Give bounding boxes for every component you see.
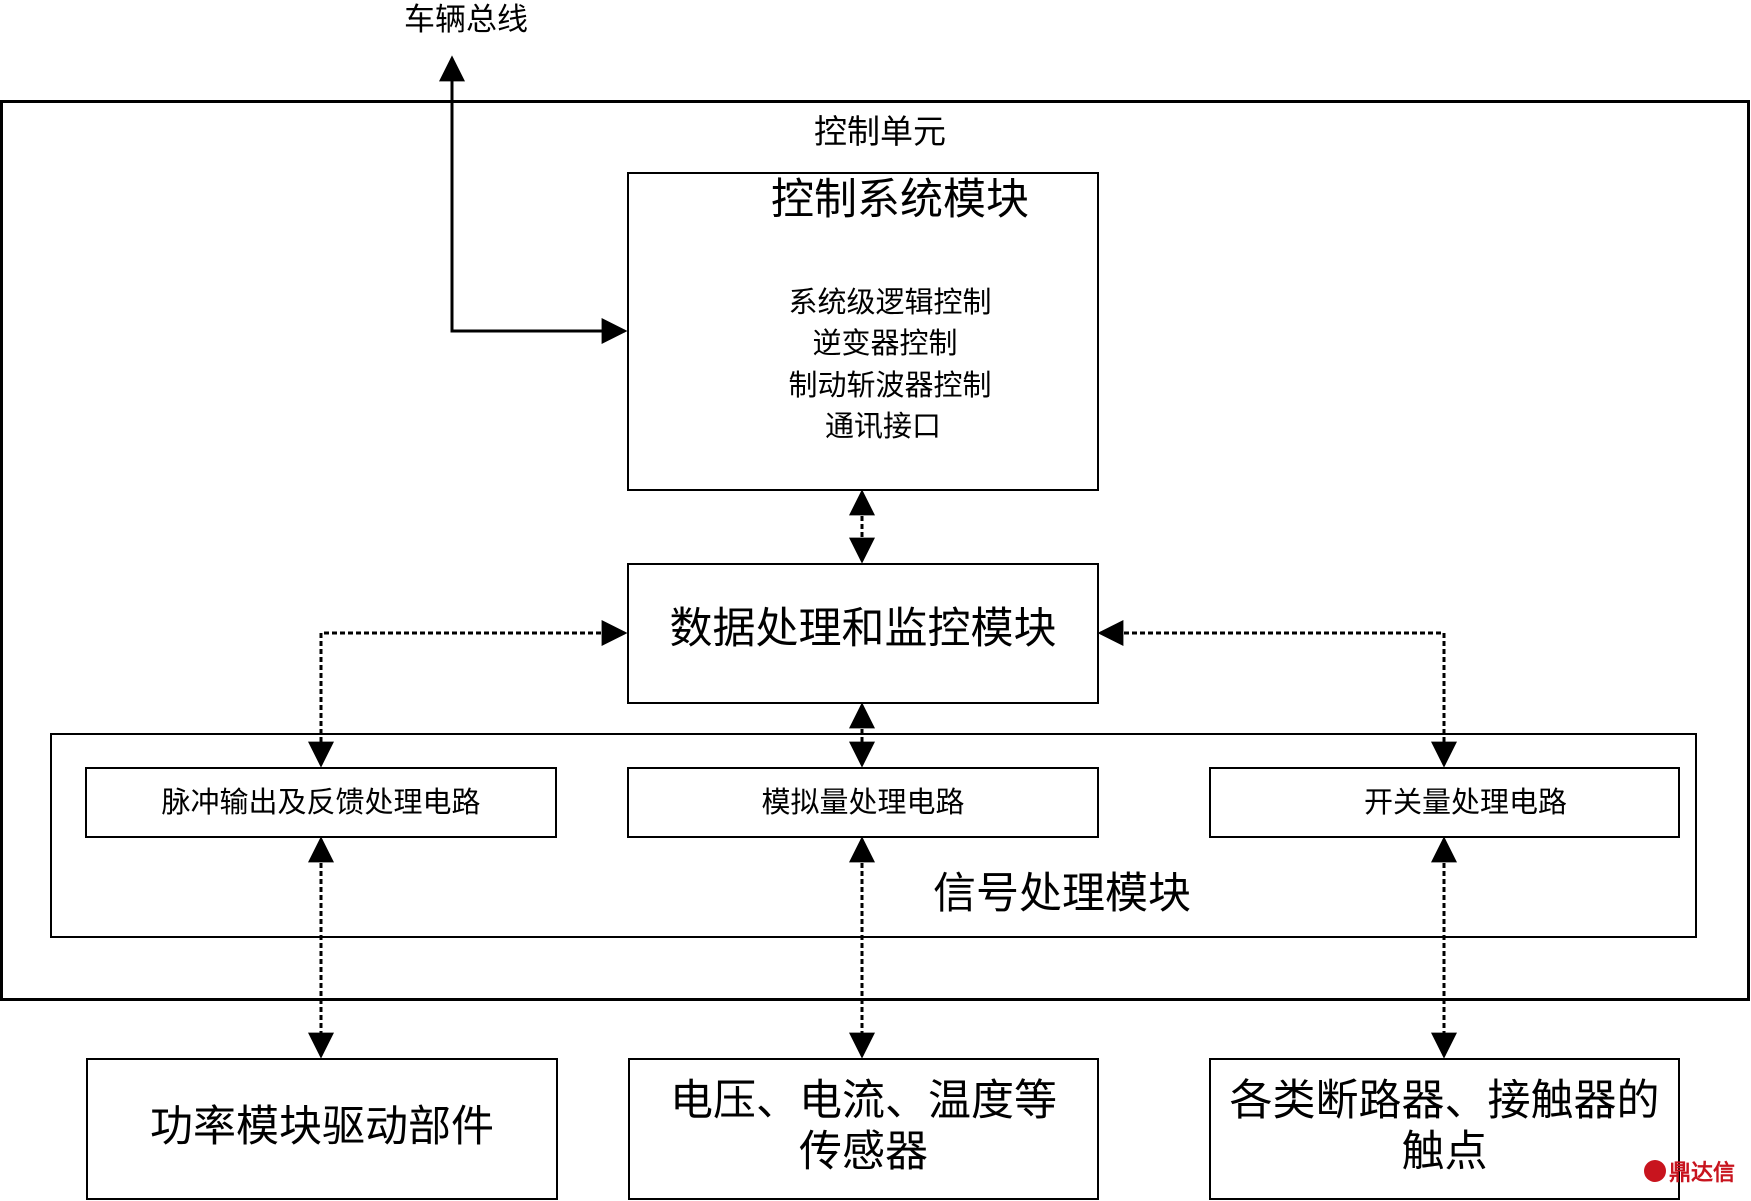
watermark-logo-icon [1643, 1160, 1666, 1182]
data-processing-title: 数据处理和监控模块 [669, 604, 1057, 654]
arrow-data-switch [1097, 620, 1457, 768]
signal-processing-module [50, 733, 1697, 938]
pulse-circuit-label: 脉冲输出及反馈处理电路 [161, 785, 481, 819]
watermark: 鼎达信 [1643, 1155, 1735, 1187]
analog-circuit-label: 模拟量处理电路 [761, 785, 965, 819]
watermark-text: 鼎达信 [1668, 1161, 1735, 1186]
control-item: 逆变器控制 [812, 326, 958, 360]
data-processing-module [627, 563, 1099, 704]
power-module-driver-label: 功率模块驱动部件 [150, 1102, 494, 1152]
vehicle-bus-label: 车辆总线 [404, 2, 528, 38]
control-item: 系统级逻辑控制 [788, 285, 992, 319]
control-item: 通讯接口 [824, 409, 941, 443]
power-module-driver-box [86, 1058, 558, 1200]
control-unit-label: 控制单元 [814, 112, 946, 151]
switch-circuit-box [1209, 767, 1680, 838]
control-system-title: 控制系统模块 [771, 175, 1029, 225]
switch-circuit-label: 开关量处理电路 [1363, 785, 1567, 819]
vehicle-bus-arrow [439, 55, 628, 344]
contacts-box [1209, 1058, 1680, 1200]
control-unit-box [0, 100, 1750, 1001]
control-item: 制动斩波器控制 [788, 368, 992, 402]
control-system-module [627, 172, 1099, 491]
contacts-label-line1: 各类断路器、接触器的 [1229, 1076, 1660, 1126]
sensors-label-line1: 电压、电流、温度等 [670, 1076, 1057, 1126]
arrow-data-pulse [308, 620, 628, 768]
pulse-circuit-box [85, 767, 557, 838]
sensors-box [628, 1058, 1099, 1200]
sensors-label-line2: 传感器 [799, 1127, 928, 1177]
signal-processing-title: 信号处理模块 [933, 869, 1191, 919]
analog-circuit-box [627, 767, 1099, 838]
contacts-label-line2: 触点 [1401, 1127, 1488, 1177]
